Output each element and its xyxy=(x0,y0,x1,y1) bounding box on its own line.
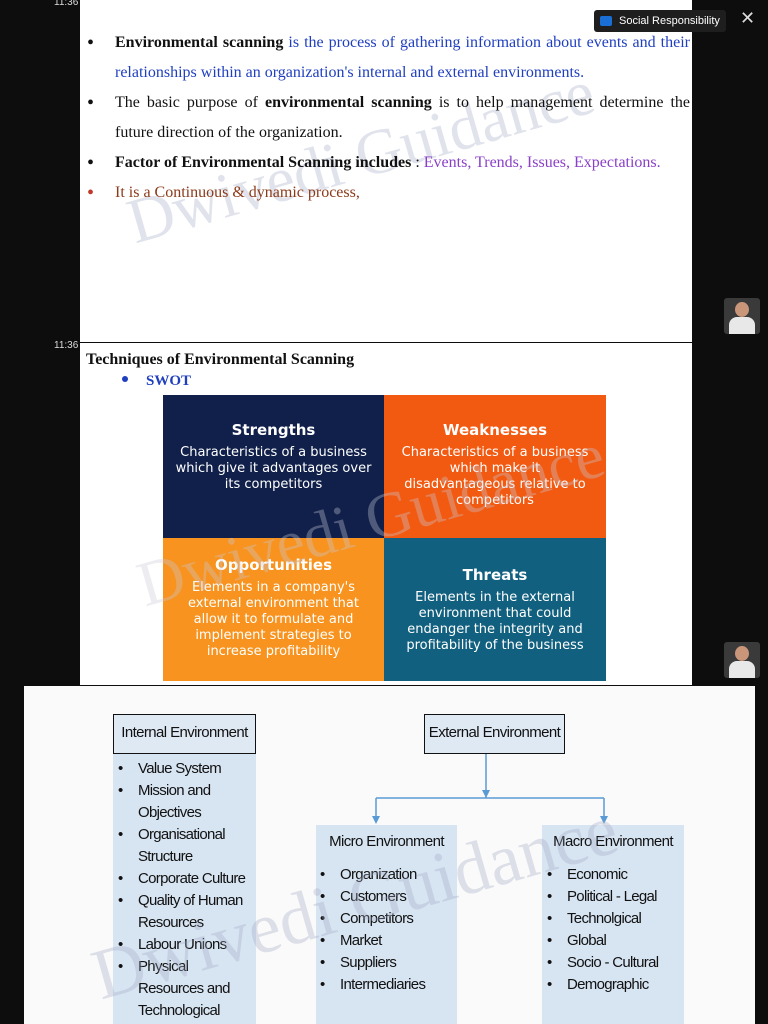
list-item: Organisational Structure xyxy=(118,824,256,868)
list-item: Value System xyxy=(118,758,256,780)
list-item: Economic xyxy=(547,864,679,886)
bullet-definition: Environmental scanning is the process of… xyxy=(87,28,690,88)
micro-list: Organization Customers Competitors Marke… xyxy=(320,864,450,996)
bullet-list: Environmental scanning is the process of… xyxy=(87,28,690,208)
presenter-thumbnail[interactable] xyxy=(724,642,760,678)
slide-environment-diagram: Internal Environment Value System Missio… xyxy=(24,686,755,1024)
swot-threats: Threats Elements in the external environ… xyxy=(384,538,606,681)
list-item: Labour Unions xyxy=(118,934,256,956)
list-item: Suppliers xyxy=(320,952,450,974)
swot-opportunities: Opportunities Elements in a company's ex… xyxy=(163,538,384,681)
swot-strengths: Strengths Characteristics of a business … xyxy=(163,395,384,538)
meeting-tag[interactable]: Social Responsibility xyxy=(594,10,726,32)
slide-swot: Techniques of Environmental Scanning SWO… xyxy=(80,343,692,685)
list-item: Quality of Human Resources xyxy=(118,890,256,934)
list-item: Intermediaries xyxy=(320,974,450,996)
list-item: Demographic xyxy=(547,974,679,996)
status-time: 11:36 xyxy=(54,340,79,351)
internal-list: Value System Mission and Objectives Orga… xyxy=(118,758,256,1024)
internal-environment-header: Internal Environment xyxy=(113,714,256,754)
list-item: Physical Resources and Technological Cap… xyxy=(118,956,256,1024)
list-item: Global xyxy=(547,930,679,952)
macro-list: Economic Political - Legal Technolgical … xyxy=(547,864,679,996)
bullet-factors: Factor of Environmental Scanning include… xyxy=(87,148,690,178)
list-item: Technolgical xyxy=(547,908,679,930)
list-item: Organization xyxy=(320,864,450,886)
swot-label: SWOT xyxy=(146,373,192,389)
list-item: Market xyxy=(320,930,450,952)
list-item: Mission and Objectives xyxy=(118,780,256,824)
bullet-continuous: It is a Continuous & dynamic process, xyxy=(87,178,690,208)
macro-environment-header: Macro Environment xyxy=(542,825,684,859)
list-item: Corporate Culture xyxy=(118,868,256,890)
list-item: Competitors xyxy=(320,908,450,930)
list-item: Customers xyxy=(320,886,450,908)
micro-environment-header: Micro Environment xyxy=(316,825,457,859)
connector-lines xyxy=(372,754,608,824)
meeting-icon xyxy=(600,16,612,26)
bullet-purpose: The basic purpose of environmental scann… xyxy=(87,88,690,148)
list-item: Socio - Cultural xyxy=(547,952,679,974)
bullet-dot xyxy=(122,376,128,382)
list-item: Political - Legal xyxy=(547,886,679,908)
external-environment-header: External Environment xyxy=(424,714,565,754)
close-icon[interactable]: ✕ xyxy=(740,8,756,29)
slide-environmental-scanning: Dwivedi Guidance Environmental scanning … xyxy=(80,0,692,342)
slide-title: Techniques of Environmental Scanning xyxy=(86,351,355,368)
status-time: 11:36 xyxy=(54,0,79,8)
swot-weaknesses: Weaknesses Characteristics of a business… xyxy=(384,395,606,538)
presenter-thumbnail[interactable] xyxy=(724,298,760,334)
